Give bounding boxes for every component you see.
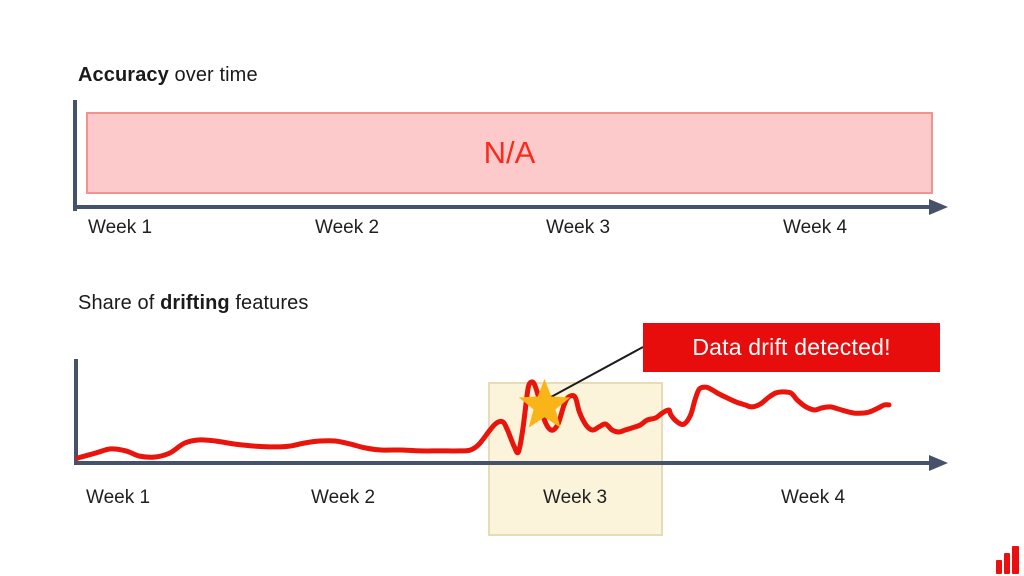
top-week-label-4: Week 4 [783, 217, 848, 238]
logo-bar-small [996, 560, 1002, 574]
bottom-week-label-2: Week 2 [311, 487, 376, 508]
top-week-label-3: Week 3 [546, 217, 611, 238]
bottom-chart-x-axis-arrow-icon [929, 455, 948, 471]
top-chart-title: Accuracy over time [78, 64, 258, 87]
top-chart-title-bold: Accuracy [78, 64, 169, 86]
top-chart-title-rest: over time [168, 64, 258, 86]
week3-highlight-region [488, 382, 663, 536]
na-placeholder-box: N/A [86, 112, 933, 194]
bottom-week-label-3: Week 3 [543, 487, 608, 508]
top-week-label-1: Week 1 [88, 217, 153, 238]
na-label: N/A [483, 135, 536, 170]
drift-share-line [75, 379, 892, 461]
top-chart-y-axis [73, 100, 77, 211]
bottom-chart-x-axis [74, 461, 931, 465]
logo-bar-tall [1012, 546, 1019, 574]
top-chart-x-axis [73, 205, 931, 209]
logo-bar-medium [1004, 553, 1010, 574]
bar-chart-logo-icon [996, 546, 1023, 574]
top-week-label-2: Week 2 [315, 217, 380, 238]
data-drift-badge-label: Data drift detected! [692, 334, 891, 360]
top-chart-x-axis-arrow-icon [929, 199, 948, 215]
bottom-week-label-4: Week 4 [781, 487, 846, 508]
bottom-chart-title-bold: drifting [160, 292, 230, 314]
bottom-chart-y-axis [74, 359, 78, 465]
bottom-chart-title-post: features [229, 292, 309, 314]
bottom-chart-title-pre: Share of [78, 292, 161, 314]
bottom-week-label-1: Week 1 [86, 487, 151, 508]
data-drift-badge: Data drift detected! [643, 323, 940, 372]
bottom-chart-title: Share of drifting features [78, 292, 308, 315]
